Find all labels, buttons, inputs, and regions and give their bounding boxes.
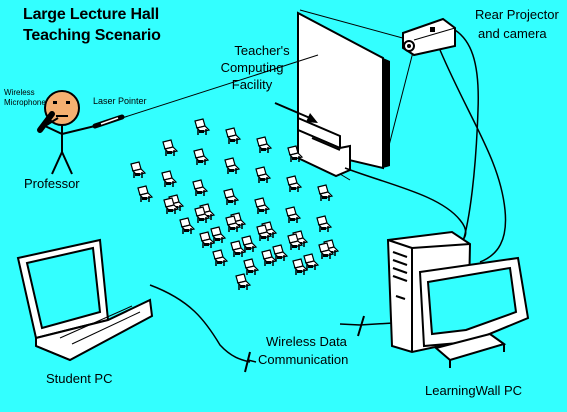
student-desk-icon (292, 258, 309, 275)
student-desk-icon (317, 184, 334, 201)
student-pc-label: Student PC (46, 371, 113, 386)
student-desk-icon (255, 166, 272, 183)
student-desk-icon (285, 206, 302, 223)
wireless-markers (244, 315, 365, 373)
student-desk-icon (256, 224, 273, 241)
title-line-2: Teaching Scenario (23, 27, 161, 44)
student-desk-icon (256, 136, 273, 153)
wireless-data-label-line-1: Wireless Data (266, 334, 347, 349)
student-desk-icon (224, 157, 241, 174)
title-line-1: Large Lecture Hall (23, 6, 160, 23)
student-desks (130, 118, 340, 290)
student-desk-icon (161, 170, 178, 187)
student-desk-icon (235, 273, 252, 290)
teachers-facility-label-line-3: Facility (231, 77, 273, 92)
student-desk-icon (130, 161, 147, 178)
student-desk-icon (254, 197, 271, 214)
microphone-icon (37, 111, 55, 133)
learningwall-pc-label: LearningWall PC (425, 383, 523, 398)
laser-pointer-label: Laser Pointer (93, 96, 147, 106)
student-desk-icon (212, 249, 229, 266)
student-desk-icon (194, 118, 211, 135)
student-desk-icon (287, 145, 304, 162)
teachers-facility-label-line-2: Computing (220, 60, 284, 75)
student-desk-icon (225, 215, 242, 232)
student-desk-icon (316, 215, 333, 232)
student-desk-icon (318, 242, 335, 259)
laptop-icon (16, 238, 154, 362)
rear-projector-label-line-1: Rear Projector (475, 7, 559, 22)
student-desk-icon (303, 253, 320, 270)
wireless-data-label-line-2: Communication (258, 352, 349, 367)
student-desk-icon (272, 244, 289, 261)
student-desk-icon (192, 179, 209, 196)
projector-camera-icon (402, 17, 456, 57)
professor-label: Professor (24, 176, 80, 191)
desktop-pc-icon (386, 230, 530, 368)
teachers-computing-facility (274, 102, 351, 178)
rear-projector-label-line-2: and camera (478, 26, 547, 41)
student-desk-icon (162, 139, 179, 156)
student-desk-icon (261, 249, 278, 266)
student-desk-icon (223, 188, 240, 205)
student-desk-icon (241, 235, 258, 252)
teachers-facility-label-line-1: Teacher's (234, 43, 290, 58)
student-desk-icon (286, 175, 303, 192)
student-desk-icon (163, 197, 180, 214)
laser-beam (121, 54, 319, 119)
student-desk-icon (230, 240, 247, 257)
student-desk-icon (243, 258, 260, 275)
student-desk-icon (179, 217, 196, 234)
student-desk-icon (287, 233, 304, 250)
student-desk-icon (210, 226, 227, 243)
student-desk-icon (225, 127, 242, 144)
student-desk-icon (193, 148, 210, 165)
cables (149, 29, 507, 363)
student-desk-icon (199, 231, 216, 248)
wireless-microphone-label-line-2: Microphone (4, 98, 46, 107)
laser-pointer-icon (92, 114, 125, 129)
student-desk-icon (194, 206, 211, 223)
wireless-microphone-label-line-1: Wireless (4, 88, 35, 97)
student-desk-icon (137, 185, 154, 202)
